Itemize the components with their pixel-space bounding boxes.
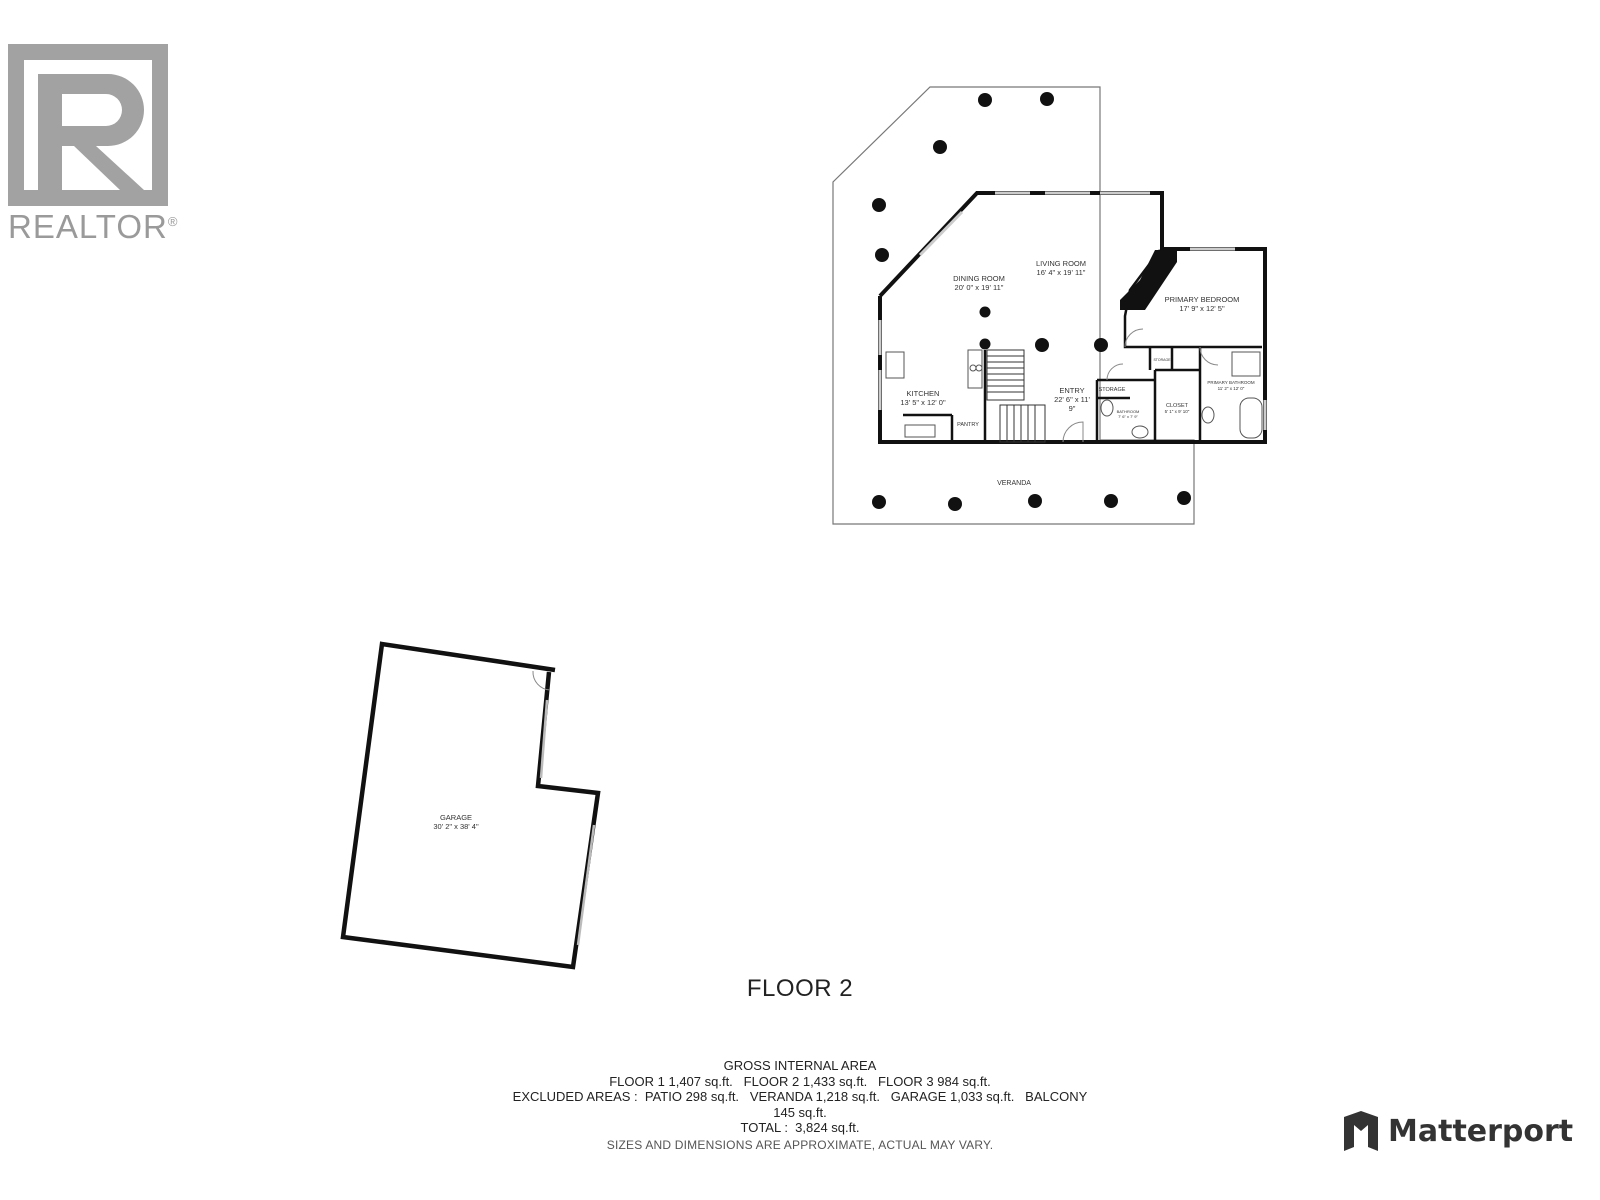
dims-dining-room: 20' 0" x 19' 11" [955, 283, 1004, 292]
label-kitchen: KITCHEN [907, 389, 940, 398]
gross-internal-area: GROSS INTERNAL AREA FLOOR 1 1,407 sq.ft.… [0, 1058, 1600, 1153]
label-storage: STORAGE [1099, 387, 1126, 393]
label-living-room: LIVING ROOM [1036, 259, 1086, 268]
area-heading: GROSS INTERNAL AREA [723, 1058, 877, 1073]
dims-primary-bedroom: 17' 9" x 12' 5" [1179, 304, 1225, 313]
dims-closet: 5' 1" x 9' 10" [1165, 409, 1190, 414]
label-primary-bathroom: PRIMARY BATHROOM [1207, 380, 1255, 385]
label-garage: GARAGE [440, 813, 472, 822]
dims-living-room: 16' 4" x 19' 11" [1037, 268, 1086, 277]
label-dining-room: DINING ROOM [953, 274, 1005, 283]
fireplace [1120, 250, 1177, 310]
garage-door-swing [532, 670, 551, 691]
area-disclaimer: SIZES AND DIMENSIONS ARE APPROXIMATE, AC… [606, 1137, 994, 1152]
label-closet: CLOSET [1166, 403, 1189, 409]
realtor-logo: REALTOR® [8, 44, 183, 245]
dims-entry: 22' 6" x 11' [1054, 395, 1090, 404]
kitchen-fixtures [885, 349, 983, 438]
matterport-wordmark: Matterport [1388, 1113, 1574, 1149]
garage-wall [340, 641, 601, 970]
stairs [986, 349, 1046, 443]
interior-posts [979, 306, 1108, 352]
door-swings [1062, 328, 1219, 443]
area-total-line: TOTAL : 3,824 sq.ft. [740, 1120, 860, 1135]
label-bathroom: BATHROOM [1117, 409, 1140, 414]
label-primary-bedroom: PRIMARY BEDROOM [1165, 295, 1240, 304]
dims-kitchen: 13' 5" x 12' 0" [900, 398, 946, 407]
veranda-posts [872, 92, 1191, 511]
realtor-wordmark: REALTOR® [8, 208, 179, 245]
dims-primary-bathroom: 11' 2" x 12' 0" [1218, 386, 1245, 391]
dims-garage: 30' 2" x 38' 4" [433, 822, 479, 831]
dims-bathroom: 7' 6" x 7' 9" [1118, 414, 1138, 419]
label-veranda: VERANDA [997, 480, 1031, 487]
matterport-logo-icon [1344, 1111, 1378, 1151]
realtor-logo-icon [8, 44, 168, 206]
area-excluded-line: EXCLUDED AREAS : PATIO 298 sq.ft. VERAND… [512, 1089, 1088, 1104]
label-storage-small: STORAGE [1153, 358, 1171, 362]
dims-entry-2: 9" [1069, 404, 1076, 413]
interior-walls [903, 193, 1262, 442]
label-pantry: PANTRY [957, 422, 979, 428]
matterport-logo: Matterport [1342, 1110, 1573, 1152]
bathroom-fixtures [1100, 351, 1263, 439]
area-floors-line: FLOOR 1 1,407 sq.ft. FLOOR 2 1,433 sq.ft… [609, 1073, 991, 1089]
floor-title: FLOOR 2 [746, 975, 854, 1002]
label-entry: ENTRY [1059, 386, 1084, 395]
area-excluded-line-2: 145 sq.ft. [773, 1104, 827, 1120]
